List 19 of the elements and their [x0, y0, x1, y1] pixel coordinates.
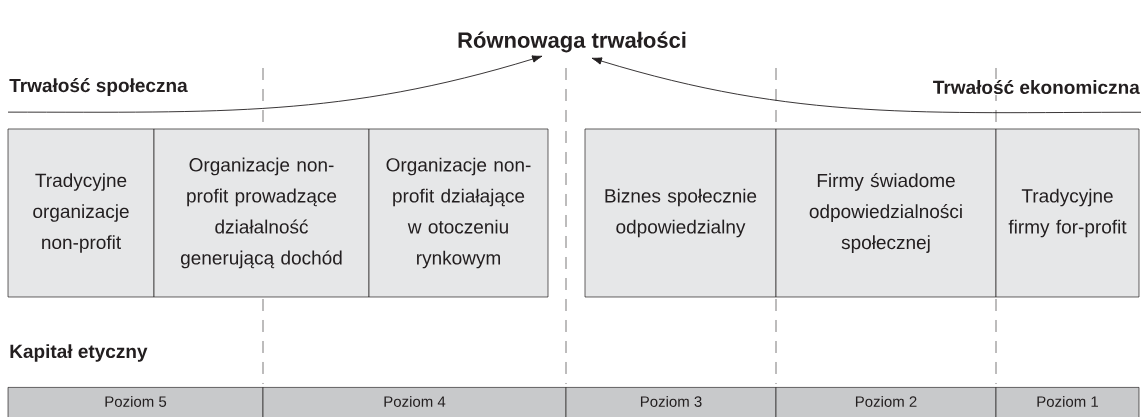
title: Równowaga trwałości [458, 31, 686, 53]
level-box: Poziom 4 [262, 386, 567, 417]
category-box: Tradycyjne firmy for-profit [995, 128, 1140, 298]
level-box: Poziom 3 [565, 386, 777, 417]
node-label: Poziom 4 [384, 395, 446, 407]
heading: Trwałość społeczna [9, 78, 188, 96]
arrow [7, 55, 543, 113]
level-box: Poziom 5 [7, 386, 264, 417]
arrow [591, 57, 1142, 114]
section-label: Kapitał etyczny [10, 344, 148, 362]
category-box: Firmy świadome odpowiedzialności społecznej [775, 128, 997, 298]
level-box: Poziom 2 [775, 386, 997, 417]
category-box: Biznes społecznie odpowiedzialny [584, 128, 777, 298]
level-box: Poziom 1 [995, 386, 1140, 417]
category-box: Organizacje non-profit działające w otoczeniu rynkowym [368, 128, 549, 298]
heading: Trwałość ekonomiczna [931, 78, 1141, 96]
category-box: Tradycyjne organizacje non-profit [7, 128, 155, 298]
node-label: Poziom 2 [855, 395, 917, 407]
category-box: Organizacje non-profit prowadzące działalność generującą dochód [153, 128, 370, 298]
